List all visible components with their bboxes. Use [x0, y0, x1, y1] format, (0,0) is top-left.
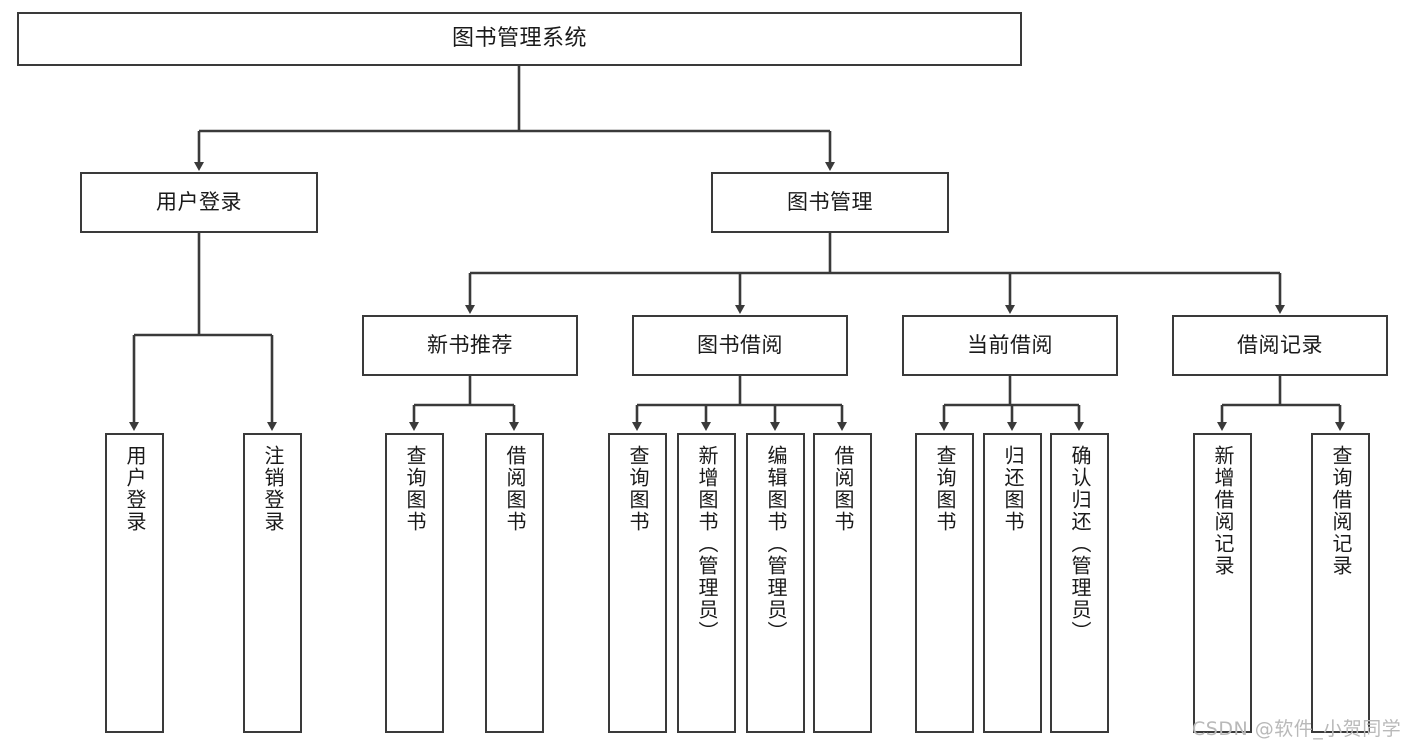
leaf-add-record[interactable]: 新增借阅记录 — [1193, 433, 1252, 733]
leaf-borrow-book-1[interactable]: 借阅图书 — [485, 433, 544, 733]
leaf-confirm-return[interactable]: 确认归还（管理员） — [1050, 433, 1109, 733]
node-root-label: 图书管理系统 — [451, 26, 587, 52]
leaf-logout[interactable]: 注销登录 — [243, 433, 302, 733]
node-user-login[interactable]: 用户登录 — [80, 172, 318, 233]
node-book-borrow[interactable]: 图书借阅 — [632, 315, 848, 376]
leaf-confirm-return-label: 确认归还（管理员） — [1068, 445, 1092, 643]
leaf-logout-label: 注销登录 — [261, 445, 285, 533]
leaf-return-book-label: 归还图书 — [1001, 445, 1025, 533]
node-borrow-record-label: 借阅记录 — [1237, 333, 1323, 358]
node-book-borrow-label: 图书借阅 — [697, 333, 783, 358]
leaf-query-book-3[interactable]: 查询图书 — [915, 433, 974, 733]
watermark: CSDN @软件_小贺同学 — [1192, 718, 1402, 740]
leaf-borrow-book-2-label: 借阅图书 — [831, 445, 855, 533]
leaf-edit-book[interactable]: 编辑图书（管理员） — [746, 433, 805, 733]
leaf-query-record[interactable]: 查询借阅记录 — [1311, 433, 1370, 733]
leaf-user-login[interactable]: 用户登录 — [105, 433, 164, 733]
node-current-borrow-label: 当前借阅 — [967, 333, 1053, 358]
node-current-borrow[interactable]: 当前借阅 — [902, 315, 1118, 376]
node-new-book-recommend-label: 新书推荐 — [427, 333, 513, 358]
node-user-login-label: 用户登录 — [156, 190, 242, 215]
node-borrow-record[interactable]: 借阅记录 — [1172, 315, 1388, 376]
leaf-query-book-1-label: 查询图书 — [403, 445, 427, 533]
leaf-add-book[interactable]: 新增图书（管理员） — [677, 433, 736, 733]
leaf-edit-book-label: 编辑图书（管理员） — [764, 445, 788, 643]
leaf-query-book-2-label: 查询图书 — [626, 445, 650, 533]
leaf-return-book[interactable]: 归还图书 — [983, 433, 1042, 733]
leaf-query-record-label: 查询借阅记录 — [1329, 445, 1353, 577]
leaf-add-record-label: 新增借阅记录 — [1211, 445, 1235, 577]
node-book-manage[interactable]: 图书管理 — [711, 172, 949, 233]
leaf-user-login-label: 用户登录 — [123, 445, 147, 533]
leaf-borrow-book-1-label: 借阅图书 — [503, 445, 527, 533]
leaf-query-book-1[interactable]: 查询图书 — [385, 433, 444, 733]
leaf-add-book-label: 新增图书（管理员） — [695, 445, 719, 643]
leaf-query-book-3-label: 查询图书 — [933, 445, 957, 533]
node-book-manage-label: 图书管理 — [787, 190, 873, 215]
node-root[interactable]: 图书管理系统 — [17, 12, 1022, 66]
node-new-book-recommend[interactable]: 新书推荐 — [362, 315, 578, 376]
leaf-borrow-book-2[interactable]: 借阅图书 — [813, 433, 872, 733]
leaf-query-book-2[interactable]: 查询图书 — [608, 433, 667, 733]
